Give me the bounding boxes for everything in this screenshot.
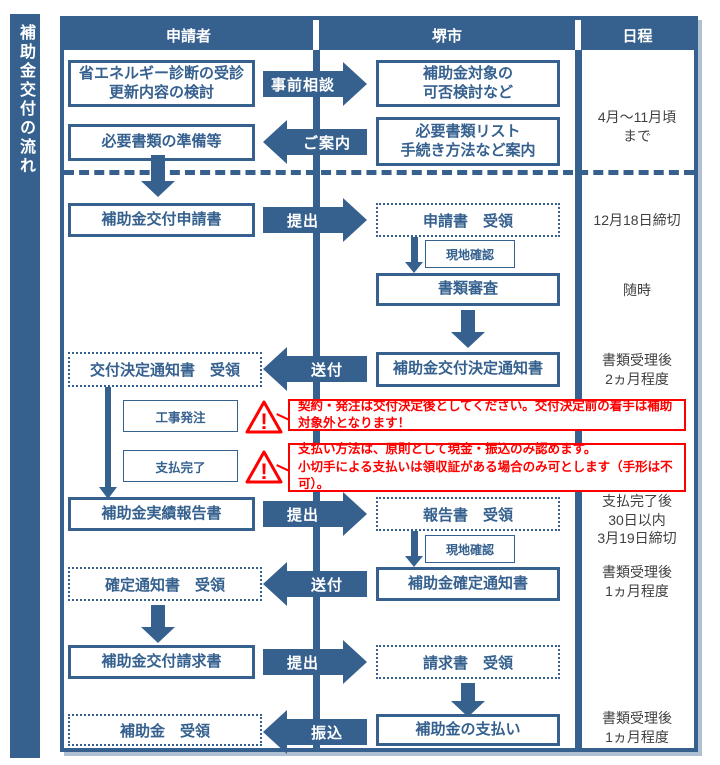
arrow-submit-report: 提出 (263, 492, 367, 536)
arrow-down-phase (141, 155, 175, 197)
box-site-check-1: 現地確認 (425, 240, 515, 268)
arrow-left-icon (263, 120, 287, 164)
header-separator (575, 20, 581, 50)
warning-icon: ! (245, 450, 283, 484)
box-site-check-2: 現地確認 (425, 535, 515, 563)
flow-title-bar: 補助金交付の流れ (10, 14, 40, 758)
flowchart-inner: 申請者 堺市 日程 省エネルギー診断の受診 更新内容の検討 事前相談 補助金対象… (64, 20, 694, 754)
box-eligibility-review: 補助金対象の 可否検討など (376, 60, 560, 107)
arrow-down-body (410, 237, 418, 262)
arrow-down-icon (405, 556, 423, 567)
warning-text-payment: 支払い方法は、原則として現金・振込のみ認めます。 小切手による支払いは領収証があ… (288, 442, 686, 492)
arrow-down-site-check-2 (405, 531, 423, 567)
arrow-transfer-label: 振込 (287, 719, 367, 745)
arrow-left-icon (263, 562, 287, 606)
arrow-submit-label: 提出 (263, 207, 343, 233)
arrow-right-icon (343, 492, 367, 536)
arrow-guidance: ご案内 (263, 120, 367, 164)
arrow-down-icon (141, 181, 175, 197)
arrow-right-icon (343, 62, 367, 106)
arrow-right-icon (343, 198, 367, 242)
box-document-review: 書類審査 (376, 273, 560, 306)
schedule-1-month-b: 書類受理後 1ヵ月程度 (602, 710, 672, 745)
header-city: 堺市 (431, 27, 462, 45)
arrow-down-body (151, 155, 165, 181)
flow-title: 補助金交付の流れ (17, 24, 34, 176)
box-payment-complete: 支払完了 (123, 450, 238, 482)
arrow-down-icon (99, 487, 117, 499)
arrow-right-icon (343, 640, 367, 684)
phase-divider-dashed-line (64, 170, 694, 175)
arrow-pre-consult: 事前相談 (263, 62, 367, 106)
arrow-down-to-payment (451, 683, 485, 717)
arrow-down-icon (451, 701, 485, 717)
schedule-anytime: 随時 (623, 281, 651, 298)
arrow-down-body (461, 683, 475, 701)
box-result-report: 補助金実績報告書 (68, 497, 255, 531)
warning-mark: ! (260, 409, 267, 434)
box-subsidy-payment: 補助金の支払い (376, 714, 560, 746)
arrow-pre-consult-label: 事前相談 (263, 71, 343, 97)
arrow-down-site-check-1 (405, 237, 423, 273)
arrow-submit-label: 提出 (263, 501, 343, 527)
arrow-down-body (461, 310, 475, 332)
arrow-left-icon (263, 347, 287, 391)
arrow-down-body (410, 531, 418, 556)
arrow-send-final-notice: 送付 (263, 562, 367, 606)
header-applicant: 申請者 (165, 27, 211, 45)
box-application-received: 申請書 受領 (376, 203, 560, 237)
connector-line (105, 387, 111, 487)
box-report-received: 報告書 受領 (376, 497, 560, 531)
header-schedule: 日程 (622, 27, 653, 45)
box-grant-decision-notice: 補助金交付決定通知書 (376, 352, 560, 387)
warning-text-contract: 契約・発注は交付決定後としてください。交付決定前の着手は補助対象外となります！ (288, 399, 686, 431)
schedule-apr-nov: 4月～11月頃 まで (597, 109, 677, 144)
schedule-dec18-deadline: 12月18日締切 (593, 211, 681, 228)
warning-icon: ! (245, 400, 283, 434)
box-decision-notice-received: 交付決定通知書 受領 (68, 352, 262, 387)
arrow-down-icon (451, 332, 485, 348)
box-grant-invoice: 補助金交付請求書 (68, 645, 255, 679)
arrow-send-label: 送付 (287, 571, 367, 597)
arrow-send-decision: 送付 (263, 347, 367, 391)
arrow-submit-label: 提出 (263, 649, 343, 675)
arrow-down-icon (141, 627, 175, 643)
box-construction-order: 工事発注 (123, 400, 238, 432)
warning-mark: ! (260, 459, 267, 484)
arrow-left-icon (263, 710, 287, 754)
schedule-2-months: 書類受理後 2ヵ月程度 (602, 352, 672, 387)
arrow-down-review-to-decision (451, 310, 485, 348)
box-grant-application: 補助金交付申請書 (68, 203, 255, 237)
warning-triangle (245, 450, 283, 484)
box-final-notice-received: 確定通知書 受領 (68, 567, 262, 601)
arrow-down-body (151, 605, 165, 627)
arrow-guidance-label: ご案内 (287, 129, 367, 155)
warning-triangle (245, 400, 283, 434)
header-separator (313, 20, 319, 50)
arrow-submit-invoice: 提出 (263, 640, 367, 684)
box-energy-diagnosis: 省エネルギー診断の受診 更新内容の検討 (68, 60, 255, 107)
arrow-submit-application: 提出 (263, 198, 367, 242)
arrow-down-icon (405, 262, 423, 273)
arrow-down-to-invoice (141, 605, 175, 643)
column-header-bar: 申請者 堺市 日程 (64, 20, 694, 50)
flowchart-area: 申請者 堺市 日程 省エネルギー診断の受診 更新内容の検討 事前相談 補助金対象… (60, 16, 698, 754)
arrow-send-label: 送付 (287, 356, 367, 382)
box-invoice-received: 請求書 受領 (376, 645, 560, 679)
arrow-bank-transfer: 振込 (263, 710, 367, 754)
schedule-1-month-a: 書類受理後 1ヵ月程度 (602, 564, 672, 599)
schedule-30-days: 支払完了後 30日以内 3月19日締切 (597, 492, 677, 547)
box-document-list: 必要書類リスト 手続き方法など案内 (376, 117, 560, 166)
box-final-decision-notice: 補助金確定通知書 (376, 567, 560, 601)
box-subsidy-received: 補助金 受領 (68, 714, 262, 746)
